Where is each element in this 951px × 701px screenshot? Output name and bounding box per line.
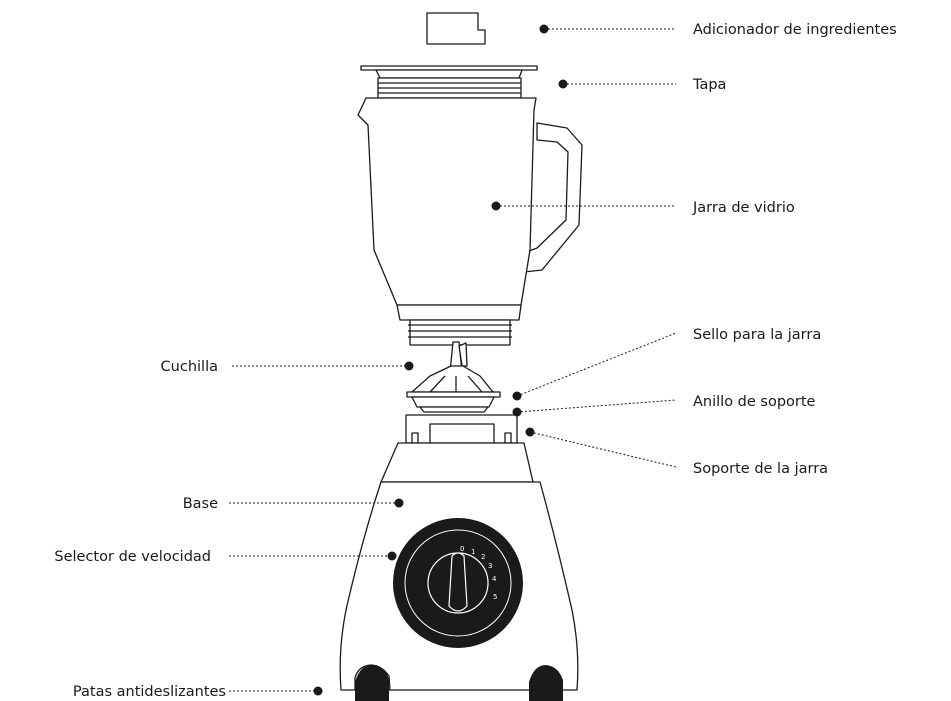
leader-anillo — [512, 399, 677, 417]
label-anillo: Anillo de soporte — [693, 394, 816, 410]
dial-number-1: 1 — [471, 548, 475, 556]
dial-number-0: 0 — [460, 545, 464, 553]
label-soporte: Soporte de la jarra — [693, 461, 828, 477]
label-jarra: Jarra de vidrio — [692, 200, 795, 216]
label-cuchilla: Cuchilla — [161, 359, 218, 375]
leader-sello — [512, 332, 677, 401]
label-sello: Sello para la jarra — [693, 327, 821, 343]
label-adicionador: Adicionador de ingredientes — [693, 22, 897, 38]
leader-tapa — [558, 79, 676, 89]
ingredient-adder — [426, 12, 486, 45]
dial-number-3: 3 — [488, 562, 492, 570]
dial-number-4: 4 — [492, 575, 497, 583]
leader-base — [229, 498, 404, 508]
glass-jar — [357, 97, 583, 346]
dial-number-5: 5 — [493, 593, 497, 601]
dial-number-2: 2 — [481, 553, 485, 561]
label-base: Base — [183, 496, 218, 512]
leader-jarra — [491, 201, 676, 211]
support-ring — [419, 406, 489, 413]
label-tapa: Tapa — [692, 77, 726, 93]
leader-patas — [229, 686, 323, 696]
leader-adicionador — [539, 24, 676, 34]
leader-soporte — [525, 427, 677, 468]
speed-dial[interactable]: 0 1 2 3 4 5 — [393, 518, 523, 648]
lid — [360, 65, 538, 99]
jar-seal — [406, 391, 501, 408]
label-selector: Selector de velocidad — [54, 549, 211, 565]
blade — [411, 341, 494, 393]
label-patas: Patas antideslizantes — [73, 684, 226, 700]
leader-cuchilla — [232, 361, 414, 371]
leader-selector — [229, 551, 397, 561]
jar-holder — [405, 414, 518, 444]
